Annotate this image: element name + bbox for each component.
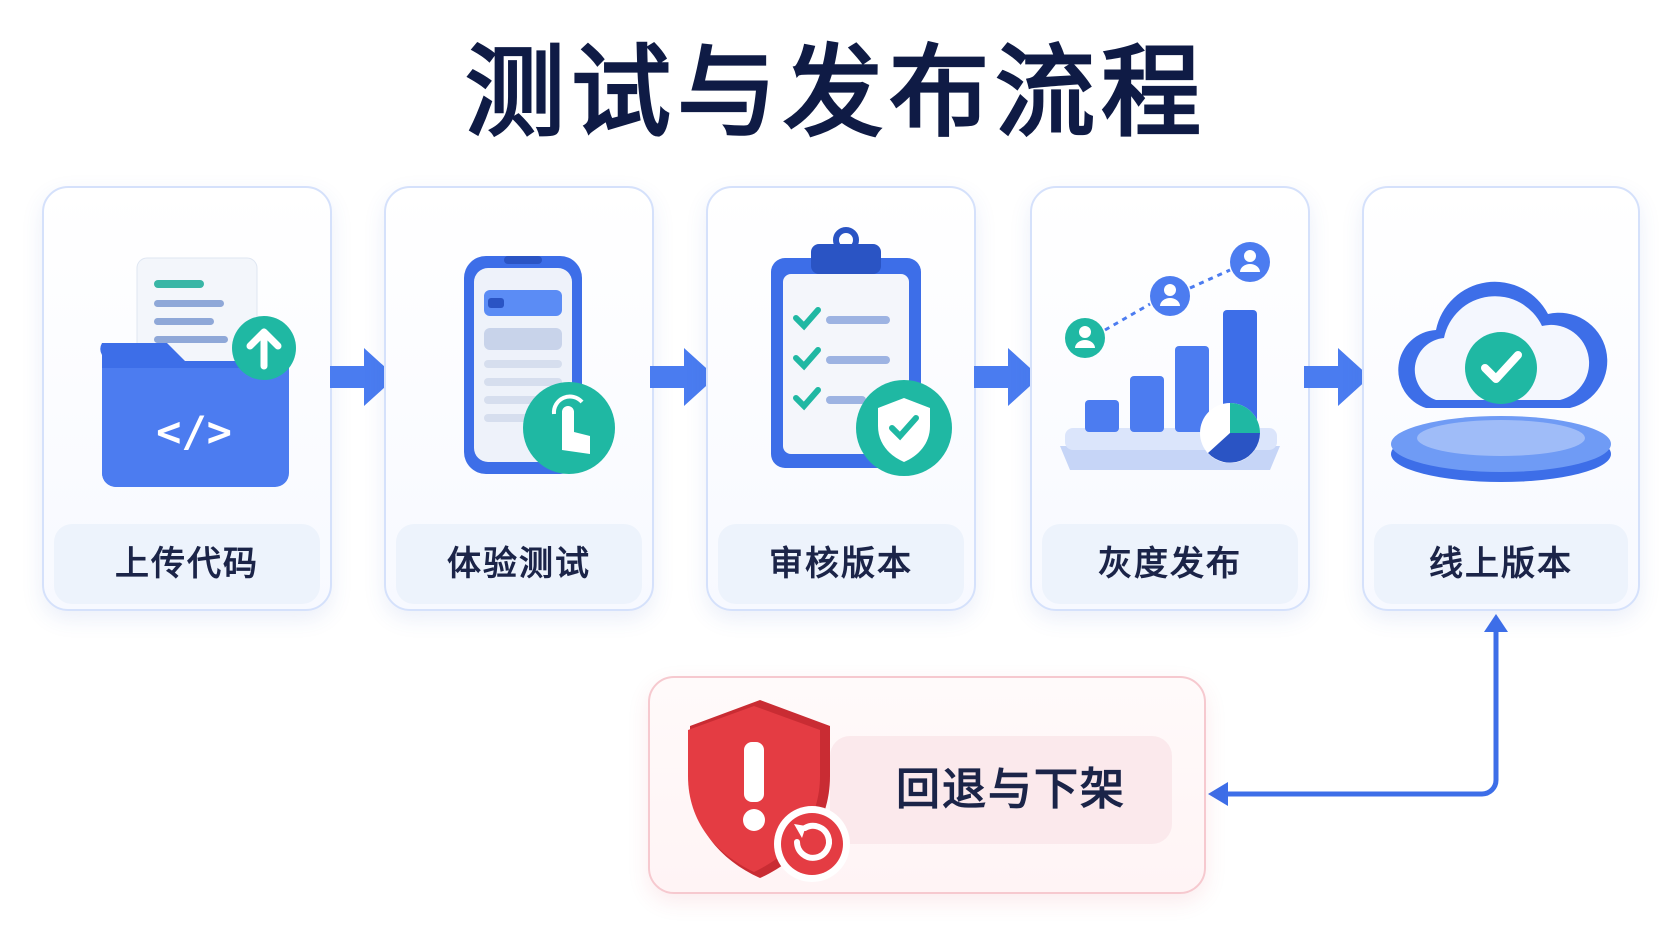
- step-card-experience-test[interactable]: 体验测试: [384, 186, 654, 611]
- step-card-online-version[interactable]: 线上版本: [1362, 186, 1640, 611]
- rollback-connector-arrow: [1200, 610, 1520, 810]
- arrow-right-icon: [972, 344, 1042, 410]
- step-label: 审核版本: [718, 524, 964, 604]
- checklist-shield-icon: [726, 218, 956, 488]
- users-bar-chart-icon: [1055, 218, 1285, 488]
- page-title: 测试与发布流程: [465, 34, 1207, 151]
- step-card-review-version[interactable]: 审核版本: [706, 186, 976, 611]
- phone-tap-icon: [404, 218, 634, 488]
- arrow-right-icon: [648, 344, 718, 410]
- step-label: 上传代码: [54, 524, 320, 604]
- warning-shield-undo-icon: [682, 692, 857, 887]
- step-card-upload-code[interactable]: </> 上传代码: [42, 186, 332, 611]
- arrow-right-icon: [328, 344, 398, 410]
- rollback-card[interactable]: 回退与下架: [648, 676, 1206, 894]
- step-label: 线上版本: [1374, 524, 1628, 604]
- step-label: 体验测试: [396, 524, 642, 604]
- step-label: 灰度发布: [1042, 524, 1298, 604]
- cloud-check-icon: [1386, 218, 1616, 488]
- code-folder-upload-icon: </>: [72, 218, 302, 488]
- arrow-right-icon: [1302, 344, 1372, 410]
- rollback-label: 回退与下架: [830, 736, 1172, 844]
- svg-text:</>: </>: [156, 407, 232, 456]
- step-card-gray-release[interactable]: 灰度发布: [1030, 186, 1310, 611]
